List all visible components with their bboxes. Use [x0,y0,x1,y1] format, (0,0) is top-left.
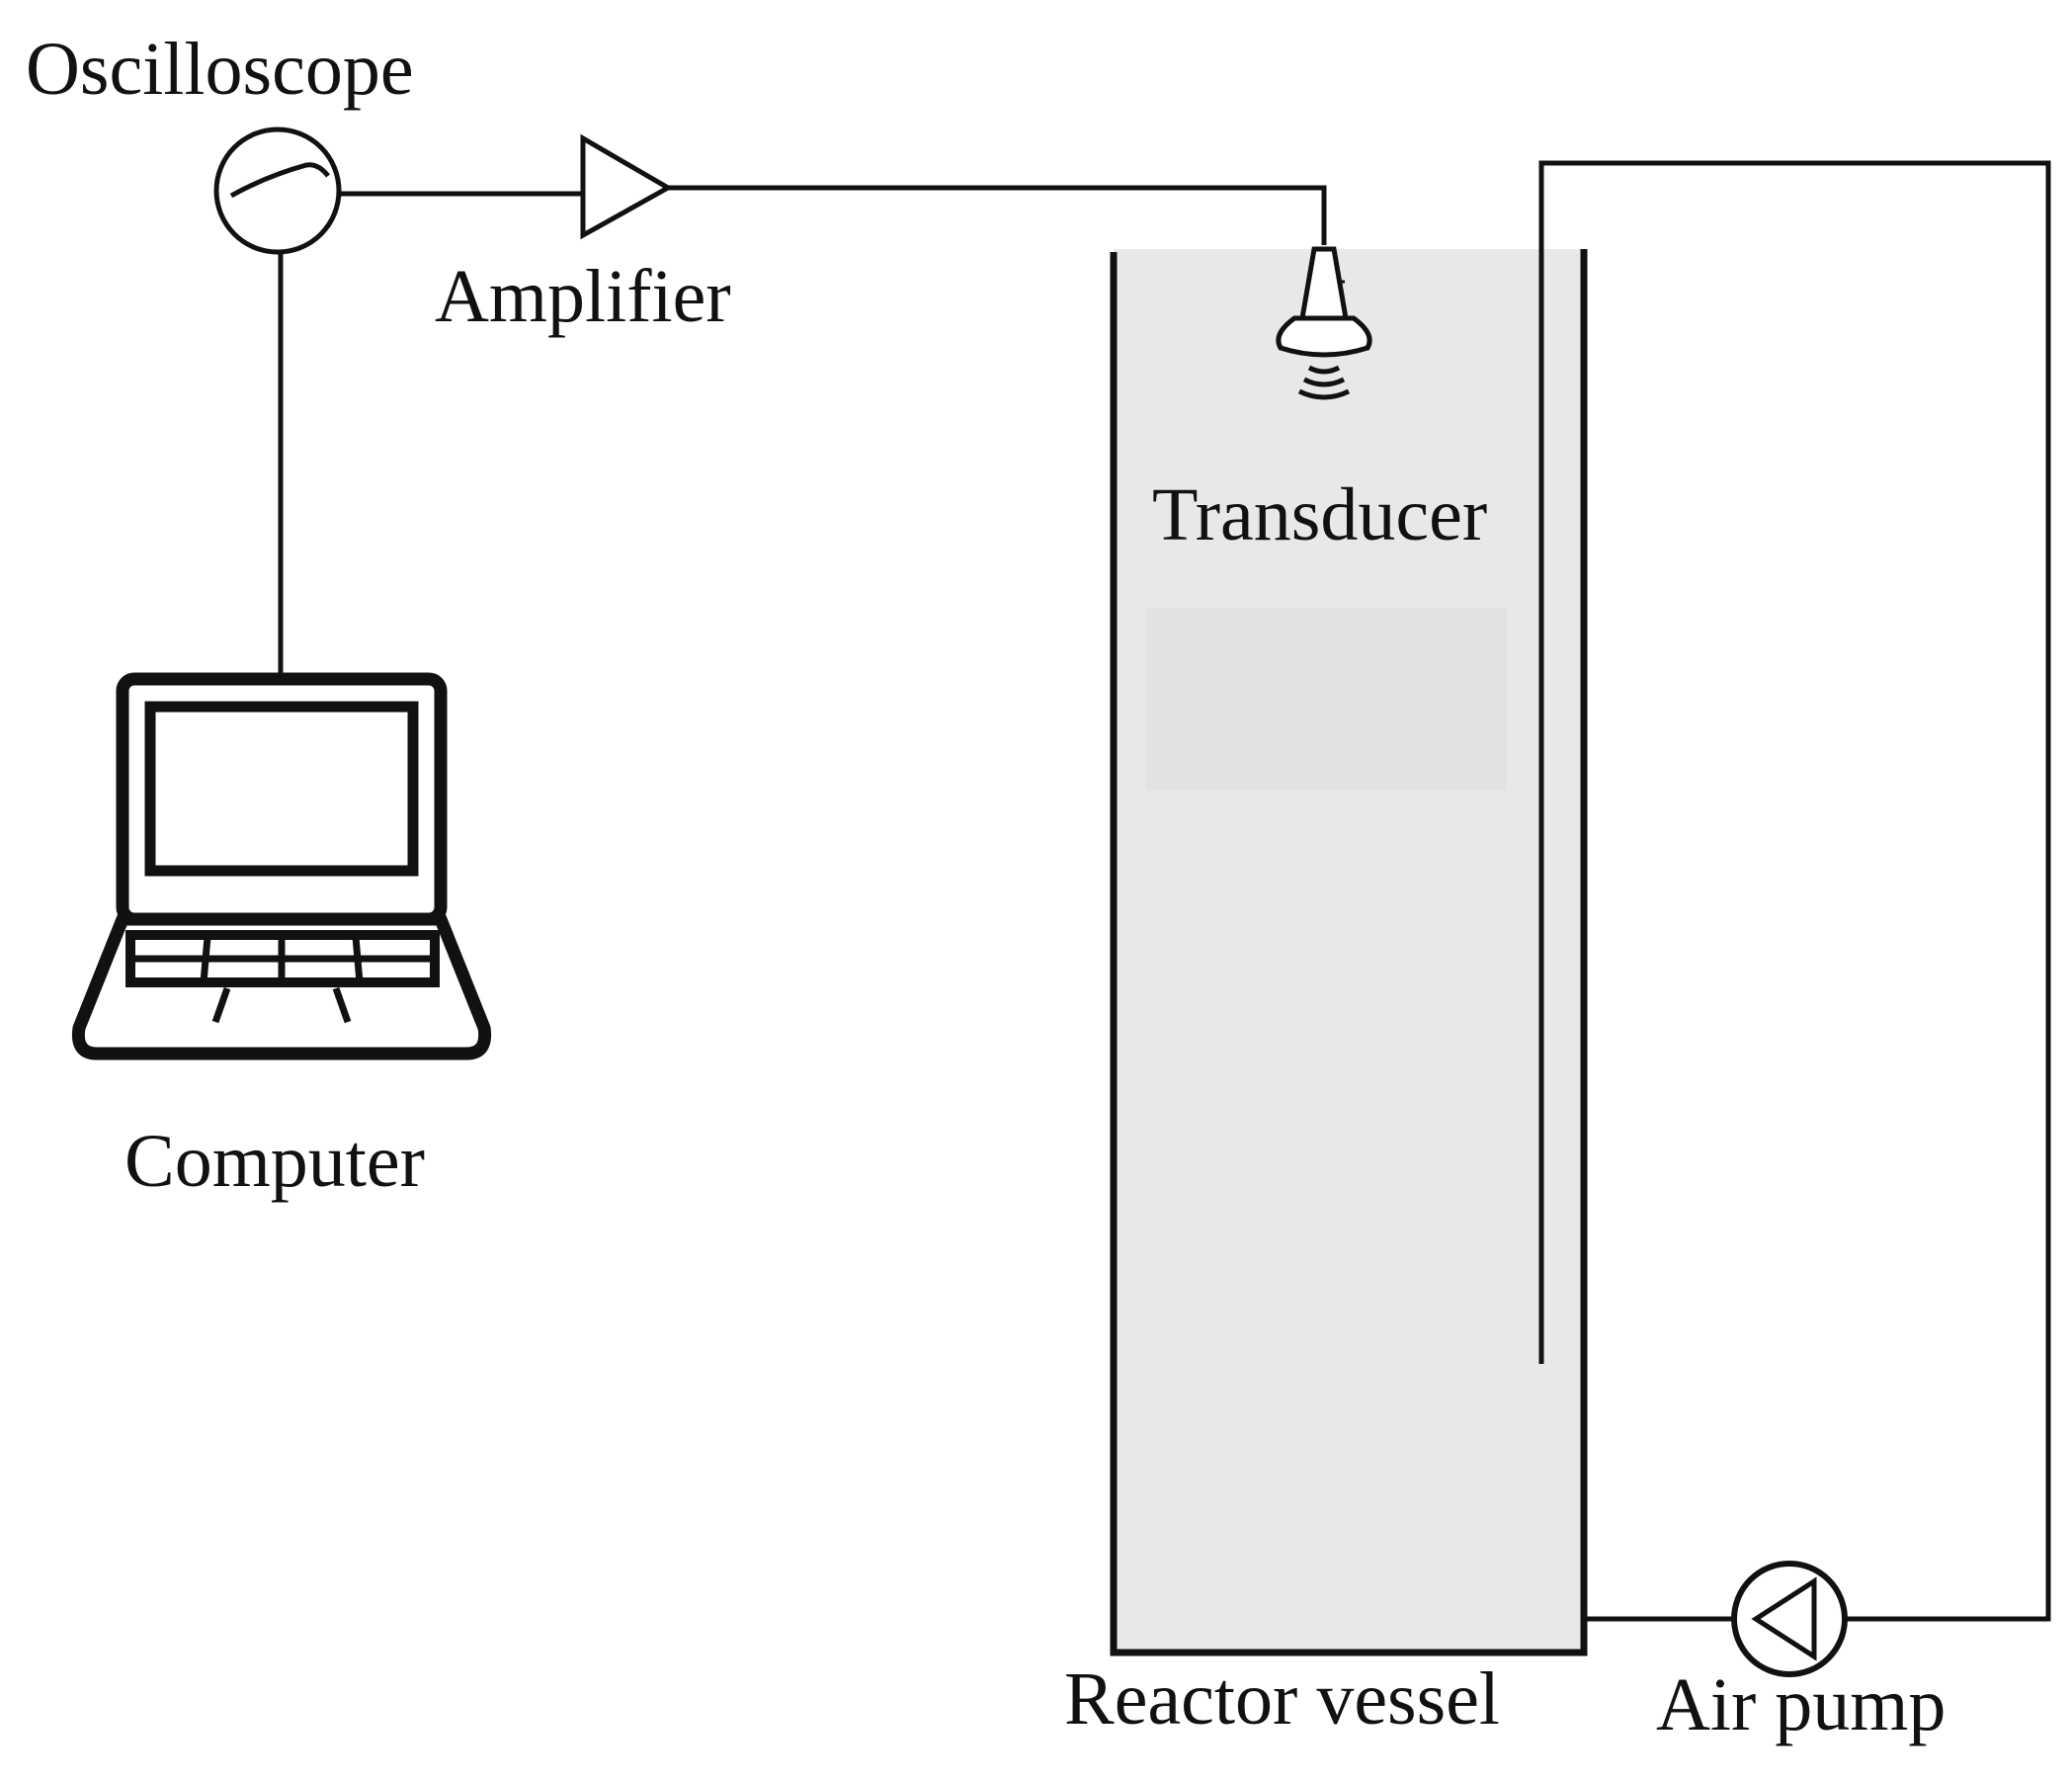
wire-amplifier-transducer [668,185,1327,245]
oscilloscope-icon [213,127,342,255]
amplifier-icon [580,133,674,240]
laptop-icon [71,672,492,1061]
label-transducer: Transducer [1152,473,1487,556]
label-reactor-vessel: Reactor vessel [1064,1657,1500,1740]
label-amplifier: Amplifier [435,255,731,338]
air-pump-icon [1731,1561,1848,1677]
air-pipe [1538,160,2051,1622]
vessel-walls [1110,249,1588,1656]
vessel-dim-band [1146,608,1507,791]
transducer-icon [1276,246,1372,400]
vessel-liquid [1114,249,1584,1653]
label-computer: Computer [124,1120,425,1203]
reactor-vessel [1110,249,1588,1656]
label-air-pump: Air pump [1656,1663,1946,1746]
label-oscilloscope: Oscilloscope [26,28,414,111]
